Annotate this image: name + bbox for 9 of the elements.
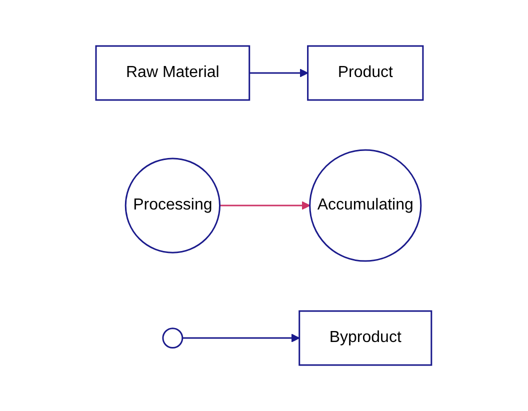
arrow: [250, 68, 308, 78]
node-circle: Accumulating: [309, 149, 422, 262]
node-circle: Processing: [125, 158, 221, 254]
arrow: [220, 201, 311, 210]
node-cloud: [162, 328, 184, 348]
node-box: Byproduct: [298, 310, 432, 366]
node-box: Raw Material: [96, 45, 250, 101]
node-box: Product: [307, 45, 424, 101]
arrow: [182, 334, 300, 342]
